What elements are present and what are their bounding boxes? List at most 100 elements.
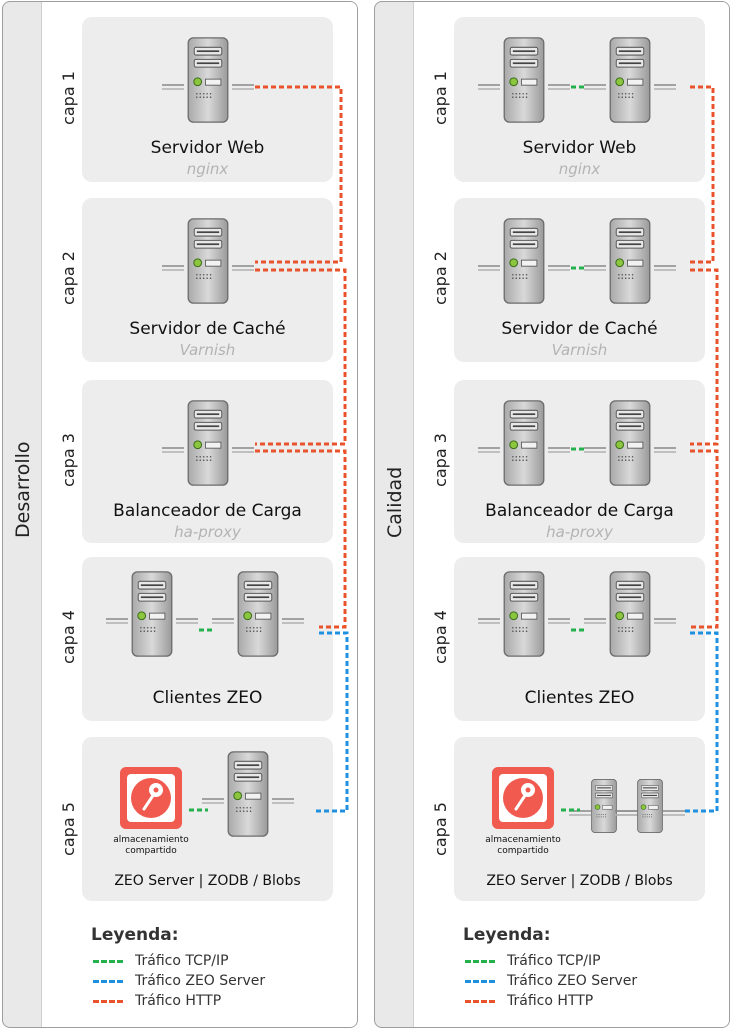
cable-icon: [106, 610, 128, 629]
environment-label: Calidad: [384, 466, 406, 538]
tier-number: capa 5: [431, 802, 450, 856]
legend-label: Tráfico TCP/IP: [507, 953, 601, 969]
server-icon: [500, 37, 548, 127]
cable-icon: [654, 257, 676, 276]
cable-icon: [584, 76, 606, 95]
cable-icon: [584, 257, 606, 276]
cable-icon: [161, 439, 184, 458]
server-icon: [500, 400, 548, 490]
tier-subtitle: ha-proxy: [174, 523, 241, 541]
tier-5: ZEO Server | ZODB / Blobs: [82, 737, 333, 901]
tier-title: ZEO Server | ZODB / Blobs: [486, 873, 673, 889]
tier-4: Clientes ZEO: [454, 557, 705, 721]
server-icon: [606, 400, 654, 490]
legend-item: Tráfico ZEO Server: [93, 973, 265, 989]
tier-number: capa 4: [59, 610, 78, 664]
cable-icon: [272, 790, 294, 809]
cable-icon: [663, 802, 685, 821]
server-icon: [128, 571, 176, 661]
cable-icon: [548, 439, 570, 458]
cable-icon: [231, 76, 254, 95]
tier-number: capa 3: [431, 432, 450, 487]
cable-icon: [548, 610, 570, 629]
cable-icon: [231, 439, 254, 458]
cable-icon: [176, 610, 198, 629]
server-icon: [606, 218, 654, 308]
tier-number: capa 3: [59, 432, 78, 487]
legend-label: Tráfico HTTP: [507, 993, 594, 1009]
legend-item: Tráfico TCP/IP: [93, 953, 229, 969]
server-icon: [606, 571, 654, 661]
tier-number: capa 4: [431, 610, 450, 664]
cable-icon: [282, 610, 304, 629]
cable-icon: [584, 610, 606, 629]
cable-icon: [548, 257, 570, 276]
tier-title: Servidor Web: [150, 138, 265, 158]
legend-swatch: [465, 999, 495, 1003]
cable-icon: [212, 610, 234, 629]
cable-icon: [615, 802, 637, 821]
legend-label: Tráfico ZEO Server: [135, 973, 266, 989]
server-icon: [184, 400, 232, 490]
tier-4: Clientes ZEO: [82, 557, 333, 721]
tier-subtitle: nginx: [186, 160, 229, 178]
legend-label: Tráfico TCP/IP: [135, 953, 229, 969]
server-icon: [224, 751, 272, 841]
cable-icon: [231, 257, 254, 276]
server-icon: [234, 571, 282, 661]
tier-title: Clientes ZEO: [152, 688, 263, 708]
legend-swatch: [93, 959, 123, 963]
legend-item: Tráfico ZEO Server: [465, 973, 637, 989]
legend-item: Tráfico HTTP: [465, 993, 593, 1009]
tier-title: Servidor de Caché: [501, 319, 658, 339]
server-icon: [637, 775, 663, 841]
cable-icon: [478, 610, 500, 629]
tier-number: capa 1: [59, 70, 78, 125]
legend-title: Leyenda:: [91, 925, 179, 945]
tier-subtitle: Varnish: [179, 341, 236, 359]
legend-item: Tráfico HTTP: [93, 993, 221, 1009]
legend-swatch: [465, 959, 495, 963]
tier-1: Servidor Web nginx: [454, 17, 705, 182]
legend-title: Leyenda:: [463, 925, 551, 945]
tier-number: capa 2: [431, 251, 450, 305]
storage-caption: compartido: [497, 846, 549, 856]
shared-storage-icon: [118, 765, 184, 835]
storage-caption: almacenamiento: [113, 835, 189, 845]
server-icon: [184, 37, 232, 127]
tier-title: Servidor de Caché: [129, 319, 286, 339]
cable-icon: [654, 76, 676, 95]
tier-subtitle: ha-proxy: [546, 523, 613, 541]
environment-panel-desarrollo: Desarrollo Servidor Web nginx capa 1 Servi…: [2, 1, 358, 1028]
cable-icon: [478, 439, 500, 458]
cable-icon: [478, 257, 500, 276]
environment-label: Desarrollo: [12, 441, 34, 538]
legend-swatch: [93, 999, 123, 1003]
tier-number: capa 2: [59, 251, 78, 305]
environment-panel-calidad: Calidad Servidor Web nginx capa 1: [374, 1, 730, 1028]
cable-icon: [161, 257, 184, 276]
tier-title: Servidor Web: [522, 138, 637, 158]
cable-icon: [654, 610, 676, 629]
legend-swatch: [465, 979, 495, 983]
server-icon: [500, 571, 548, 661]
server-icon: [184, 218, 232, 308]
legend-item: Tráfico TCP/IP: [465, 953, 601, 969]
cable-icon: [478, 76, 500, 95]
cable-icon: [161, 76, 184, 95]
tier-subtitle: nginx: [558, 160, 601, 178]
tier-title: ZEO Server | ZODB / Blobs: [114, 873, 301, 889]
tier-number: capa 5: [59, 802, 78, 856]
tier-title: Balanceador de Carga: [113, 501, 302, 521]
cable-icon: [548, 76, 570, 95]
shared-storage-icon: [490, 765, 556, 835]
server-icon: [606, 37, 654, 127]
server-icon: [500, 218, 548, 308]
legend-label: Tráfico HTTP: [135, 993, 222, 1009]
cable-icon: [569, 802, 591, 821]
legend-swatch: [93, 979, 123, 983]
tier-subtitle: Varnish: [551, 341, 608, 359]
legend-label: Tráfico ZEO Server: [507, 973, 638, 989]
tier-number: capa 1: [431, 70, 450, 125]
